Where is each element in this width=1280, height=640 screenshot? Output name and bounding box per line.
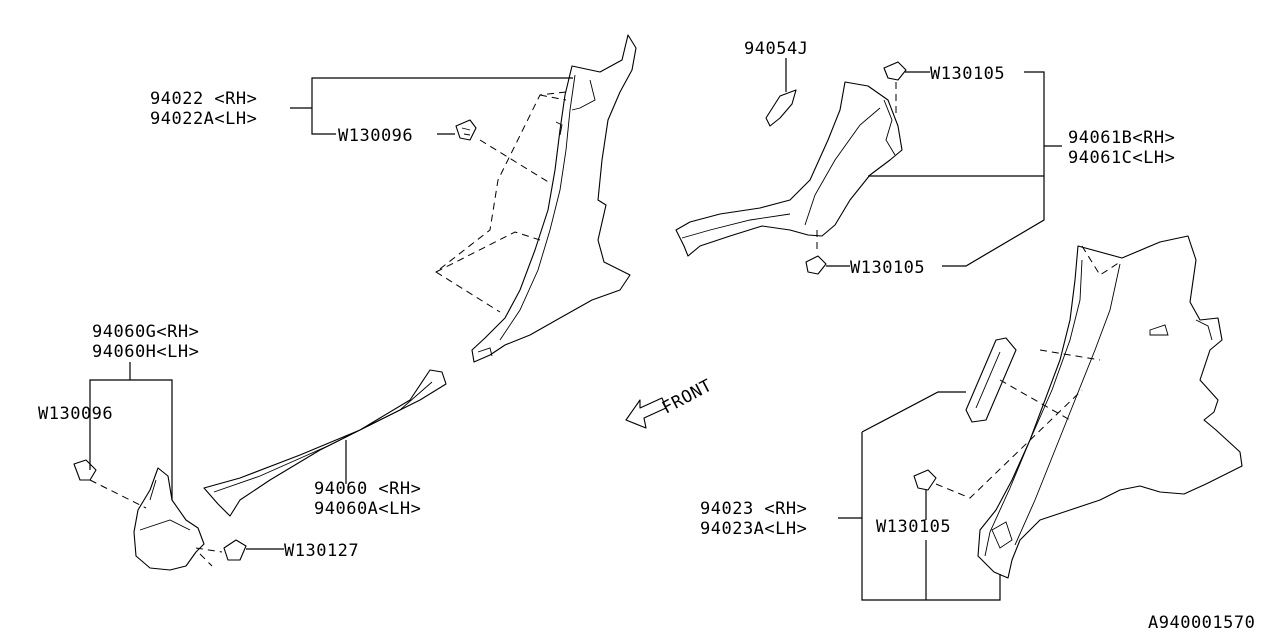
label-94023: 94023 <RH> [700, 499, 807, 519]
label-94022a: 94022A<LH> [150, 109, 257, 129]
label-94061b: 94061B<RH> [1068, 128, 1175, 148]
label-94060: 94060 <RH> [314, 479, 421, 499]
front-arrow-icon [625, 397, 667, 429]
label-94023a: 94023A<LH> [700, 519, 807, 539]
clip-w130096-left [73, 459, 97, 481]
label-w130105-mid: W130105 [850, 258, 925, 278]
label-w130096-left: W130096 [38, 404, 113, 424]
label-94060g: 94060G<RH> [92, 322, 199, 342]
diagram-id: A940001570 [1148, 613, 1255, 633]
label-w130105-bot: W130105 [876, 517, 951, 537]
clip-w130105-bot [913, 469, 937, 491]
label-94060h: 94060H<LH> [92, 342, 199, 362]
label-94022: 94022 <RH> [150, 89, 257, 109]
trim-bracket [965, 337, 1017, 423]
label-w130105-top: W130105 [930, 64, 1005, 84]
kick-panel-94060g [133, 467, 205, 571]
clip-w130105-mid [805, 255, 827, 275]
clip-w130096-top [455, 119, 477, 141]
trim-94061 [675, 81, 903, 257]
front-label: FRONT [659, 376, 716, 419]
label-w130096-top: W130096 [338, 126, 413, 146]
label-94060a: 94060A<LH> [314, 499, 421, 519]
part-94054j [765, 89, 797, 127]
label-94061c: 94061C<LH> [1068, 148, 1175, 168]
clip-w130127 [223, 539, 247, 561]
label-94054j: 94054J [744, 39, 808, 59]
pillar-trim-94022 [471, 34, 637, 363]
clip-w130105-top [883, 61, 907, 81]
label-w130127: W130127 [284, 541, 359, 561]
sill-trim-94060 [203, 369, 447, 517]
quarter-trim-94023 [977, 235, 1243, 579]
